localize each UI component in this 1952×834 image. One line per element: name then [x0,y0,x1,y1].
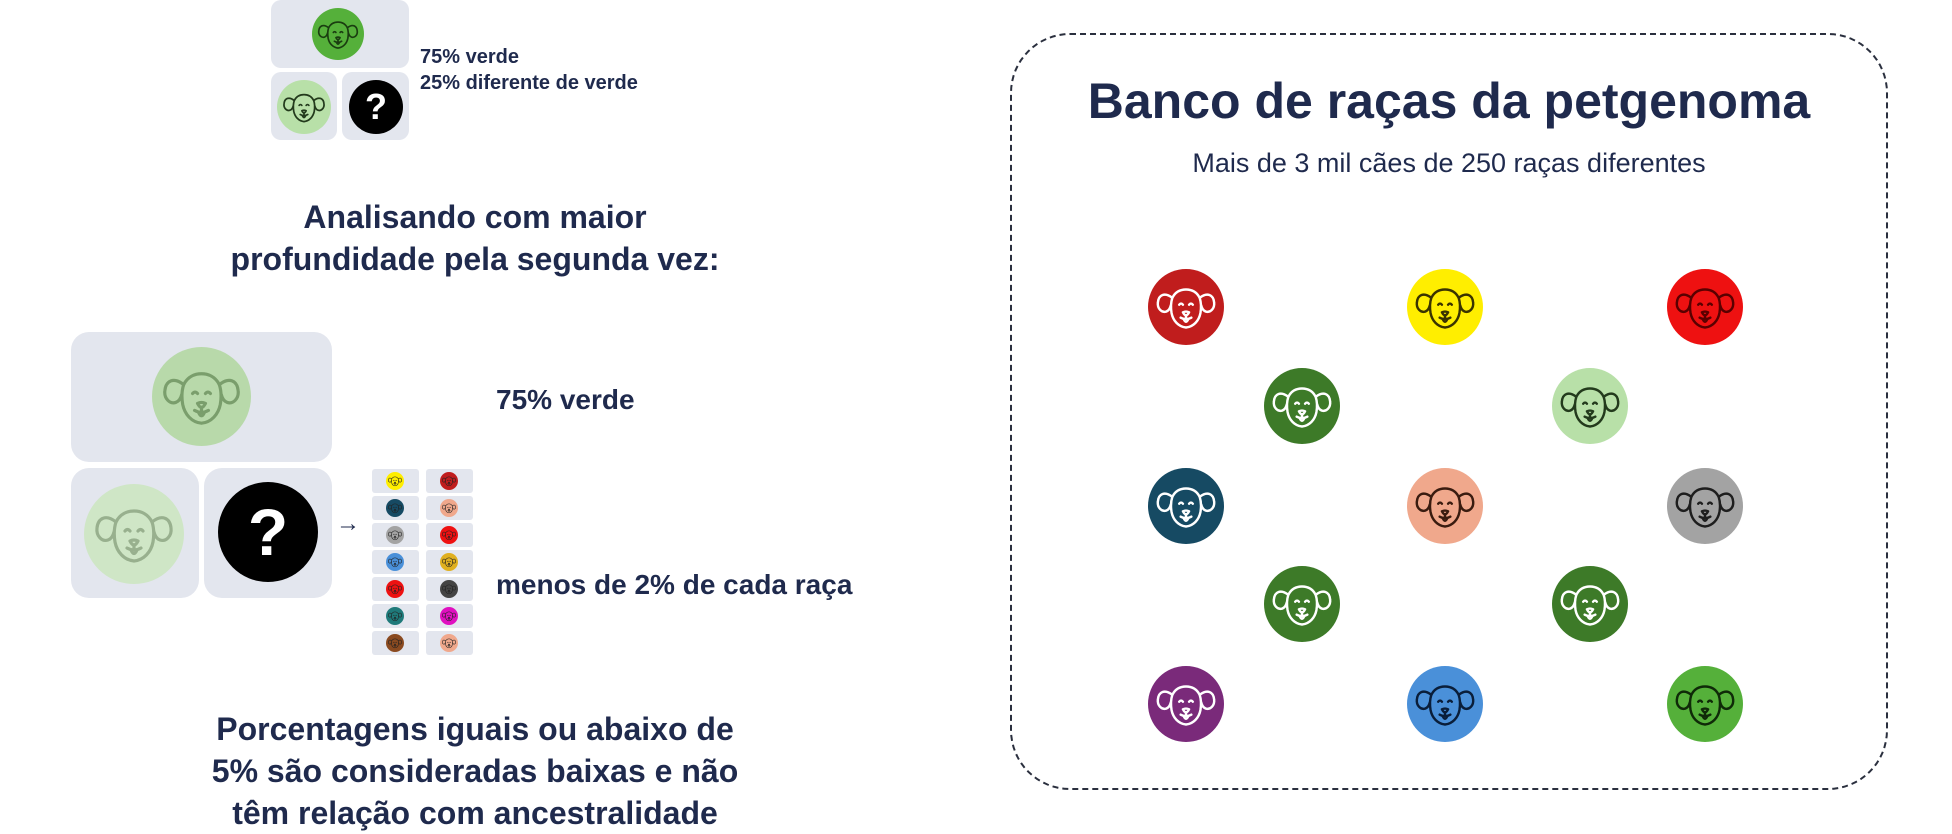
dog-icon [277,80,331,134]
dog-icon [440,472,458,490]
footnote: Porcentagens iguais ou abaixo de 5% são … [160,708,790,834]
deep-label-breeds: menos de 2% de cada raça [496,569,853,600]
dog-icon [386,580,404,598]
question-mark-icon: ? [349,80,403,134]
dog-icon [1407,666,1483,742]
dog-icon [312,8,364,60]
breed-mini-tile [426,523,473,547]
dog-icon [1552,368,1628,444]
dog-icon [1148,468,1224,544]
breed-mini-tile [372,631,419,655]
question-mark-icon: ? [218,482,318,582]
dog-icon [1552,566,1628,642]
dog-icon [440,580,458,598]
dog-icon [440,526,458,544]
dog-icon [386,553,404,571]
bank-title: Banco de raças da petgenoma [1087,73,1811,129]
dog-icon [440,607,458,625]
dog-icon [386,634,404,652]
footnote-line: Porcentagens iguais ou abaixo de [216,711,734,747]
dog-icon [84,484,184,584]
breed-mini-tile [426,469,473,493]
dog-icon [1667,269,1743,345]
breed-mini-tile [426,496,473,520]
dog-icon [1264,368,1340,444]
dog-icon [440,634,458,652]
dog-icon [1407,269,1483,345]
breed-mini-tile [372,523,419,547]
dog-icon [1407,468,1483,544]
breed-mini-tile [426,631,473,655]
breed-mini-tile [372,469,419,493]
breed-mini-tile [426,550,473,574]
dog-icon [152,347,251,446]
breed-mini-tile [426,577,473,601]
dog-icon [386,526,404,544]
deep-label-green: 75% verde [496,384,635,415]
analysis-heading: Analisando com maior profundidade pela s… [160,196,790,280]
top-label-green: 75% verde [420,46,519,68]
footnote-line: 5% são consideradas baixas e não [211,753,739,789]
dog-icon [386,472,404,490]
dog-icon [1264,566,1340,642]
top-label-other: 25% diferente de verde [420,72,638,94]
footnote-line: têm relação com ancestralidade [232,795,718,831]
breed-mini-tile [372,550,419,574]
arrow-right-icon: → [336,510,360,537]
dog-icon [440,553,458,571]
breed-bank-panel [1010,33,1888,790]
dog-icon [1667,468,1743,544]
breed-mini-tile [426,604,473,628]
dog-icon [1667,666,1743,742]
breed-mini-tile [372,577,419,601]
dog-icon [386,499,404,517]
analysis-heading-line: profundidade pela segunda vez: [230,241,720,277]
dog-icon [1148,666,1224,742]
dog-icon [1148,269,1224,345]
dog-icon [440,499,458,517]
dog-icon [386,607,404,625]
breed-mini-tile [372,604,419,628]
breed-mini-tile [372,496,419,520]
analysis-heading-line: Analisando com maior [303,199,647,235]
bank-subtitle: Mais de 3 mil cães de 250 raças diferent… [1192,148,1706,178]
